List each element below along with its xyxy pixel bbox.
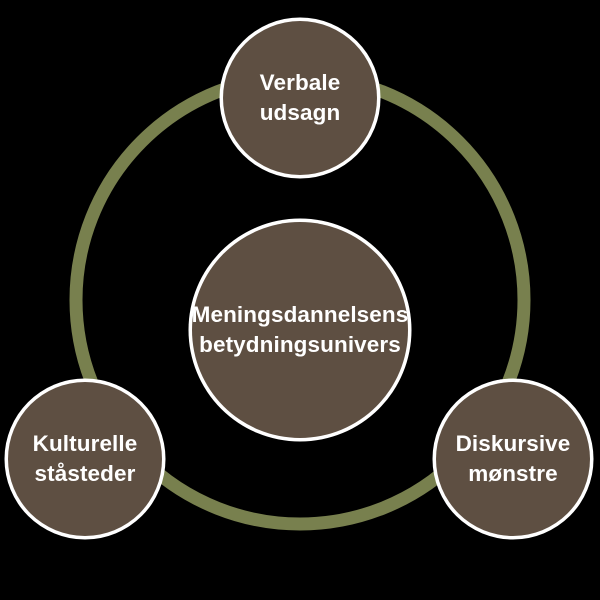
node-circle-verbale-udsagn[interactable] xyxy=(223,21,377,175)
node-circle-kulturelle-staasteder[interactable] xyxy=(8,382,162,536)
center-node-circle[interactable] xyxy=(192,222,408,438)
node-circle-diskursive-moenstre[interactable] xyxy=(436,382,590,536)
